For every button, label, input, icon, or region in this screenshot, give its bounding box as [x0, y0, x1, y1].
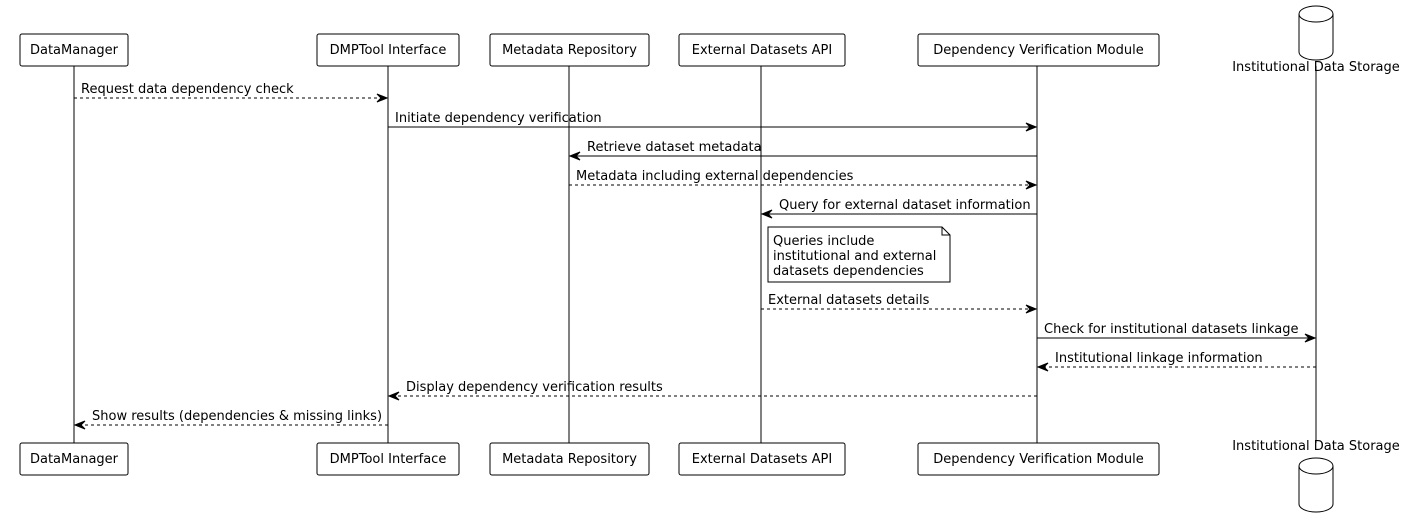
message-arrowhead-10	[73, 420, 86, 430]
message-label-6: External datasets details	[768, 293, 930, 308]
participant-box-top-p2	[489, 33, 650, 67]
message-arrowhead-8	[1036, 362, 1049, 372]
message-label-8: Institutional linkage information	[1055, 351, 1263, 366]
message-label-2: Initiate dependency verification	[395, 111, 602, 126]
participant-label-top-p4: Dependency Verification Module	[933, 43, 1143, 58]
participant-label-bottom-p0: DataManager	[30, 452, 119, 467]
message-arrowhead-7	[1304, 333, 1317, 343]
participant-box-bottom-p4	[917, 442, 1160, 476]
note-text-line-2: institutional and external	[773, 249, 936, 264]
message-arrowhead-9	[387, 391, 400, 401]
participant-box-top-p1	[316, 33, 460, 67]
participant-box-top-p0	[19, 33, 129, 67]
message-label-5: Query for external dataset information	[779, 198, 1031, 213]
message-arrowhead-5	[760, 209, 773, 219]
message-label-3: Retrieve dataset metadata	[587, 140, 762, 155]
participant-label-bottom-p4: Dependency Verification Module	[933, 452, 1143, 467]
note-box	[767, 226, 951, 283]
participant-label-bottom-p2: Metadata Repository	[502, 452, 637, 467]
database-icon-top	[1298, 457, 1334, 475]
message-label-10: Show results (dependencies & missing lin…	[92, 409, 382, 424]
participant-label-top-p0: DataManager	[30, 43, 119, 58]
participant-label-bottom-p5: Institutional Data Storage	[1232, 439, 1400, 454]
participant-box-bottom-p1	[316, 442, 460, 476]
participant-label-top-p3: External Datasets API	[692, 43, 832, 58]
message-label-9: Display dependency verification results	[406, 380, 663, 395]
participant-label-top-p2: Metadata Repository	[502, 43, 637, 58]
note-fold	[941, 227, 950, 236]
database-icon	[1298, 466, 1334, 513]
participant-label-bottom-p3: External Datasets API	[692, 452, 832, 467]
participant-box-bottom-p0	[19, 442, 129, 476]
message-label-4: Metadata including external dependencies	[576, 169, 854, 184]
note-text-line-1: Queries include	[773, 234, 874, 249]
message-label-1: Request data dependency check	[81, 82, 294, 97]
participant-label-top-p5: Institutional Data Storage	[1232, 60, 1400, 75]
message-arrowhead-2	[1025, 122, 1038, 132]
database-icon-top	[1298, 5, 1334, 23]
participant-box-bottom-p3	[678, 442, 846, 476]
message-arrowhead-4	[1025, 180, 1038, 190]
message-arrowhead-1	[376, 93, 389, 103]
note-text-line-3: datasets dependencies	[773, 264, 924, 279]
database-icon	[1298, 14, 1334, 61]
participant-label-top-p1: DMPTool Interface	[330, 43, 447, 58]
participant-label-bottom-p1: DMPTool Interface	[330, 452, 447, 467]
message-arrowhead-6	[1025, 304, 1038, 314]
participant-box-top-p3	[678, 33, 846, 67]
participant-box-bottom-p2	[489, 442, 650, 476]
message-label-7: Check for institutional datasets linkage	[1044, 322, 1298, 337]
participant-box-top-p4	[917, 33, 1160, 67]
message-arrowhead-3	[568, 151, 581, 161]
